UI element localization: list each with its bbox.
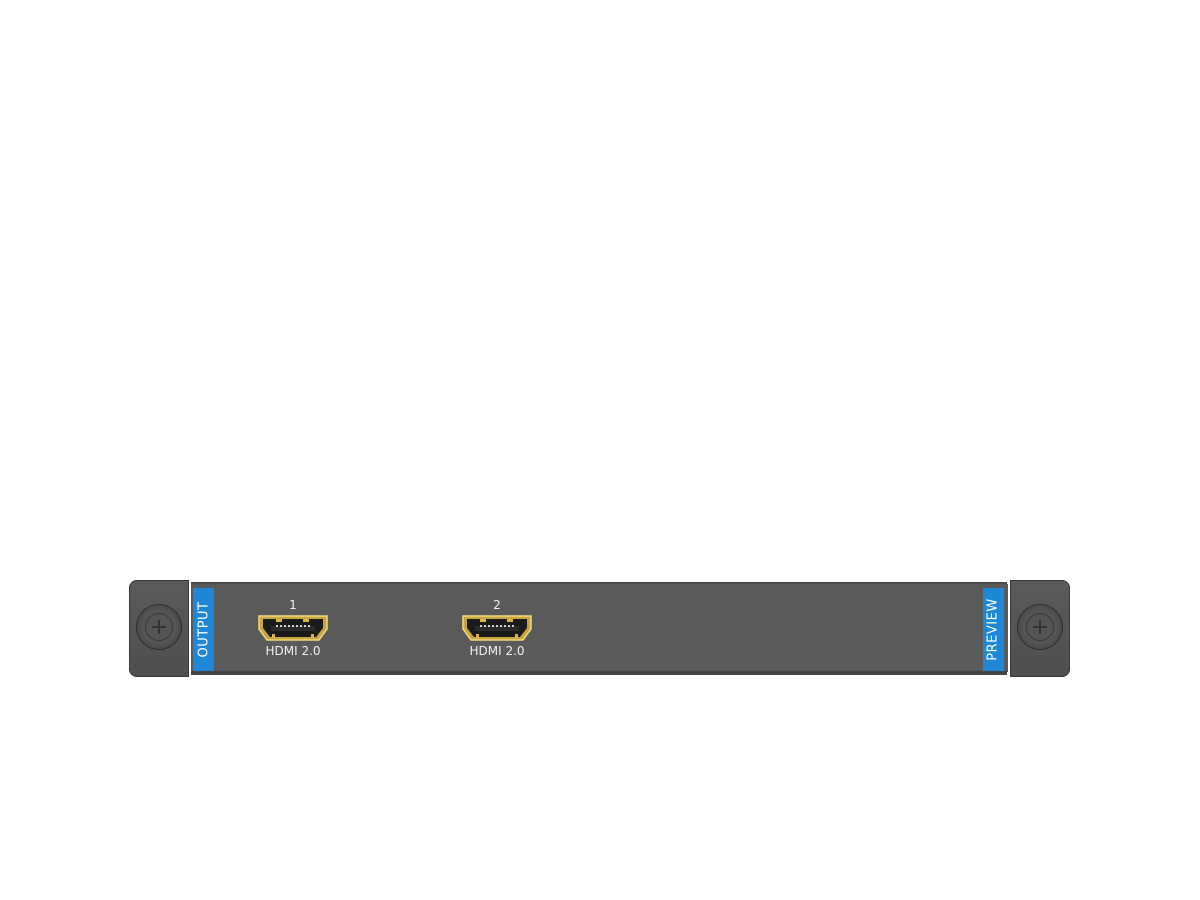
thumbscrew-left-icon[interactable] xyxy=(137,605,181,649)
preview-label: PREVIEW xyxy=(983,588,1004,671)
left-mounting-ear xyxy=(129,580,189,677)
output-label: OUTPUT xyxy=(193,588,214,671)
port-label: HDMI 2.0 xyxy=(265,644,321,658)
thumbscrew-right-icon[interactable] xyxy=(1018,605,1062,649)
port-number: 2 xyxy=(493,598,501,612)
ear-gap-divider xyxy=(189,672,191,678)
ear-gap-divider xyxy=(189,578,191,584)
preview-label-text: PREVIEW xyxy=(986,598,1002,661)
hdmi-connector-icon[interactable] xyxy=(256,614,330,642)
output-label-text: OUTPUT xyxy=(196,601,212,658)
port-label: HDMI 2.0 xyxy=(469,644,525,658)
hdmi-connector-icon[interactable] xyxy=(460,614,534,642)
right-mounting-ear xyxy=(1010,580,1070,677)
ear-gap-divider xyxy=(1007,578,1009,584)
port-number: 1 xyxy=(289,598,297,612)
ear-gap-divider xyxy=(1007,672,1009,678)
hdmi-port-2[interactable]: 2 HDMI 2.0 xyxy=(452,598,542,658)
hdmi-port-1[interactable]: 1 HDMI 2.0 xyxy=(248,598,338,658)
